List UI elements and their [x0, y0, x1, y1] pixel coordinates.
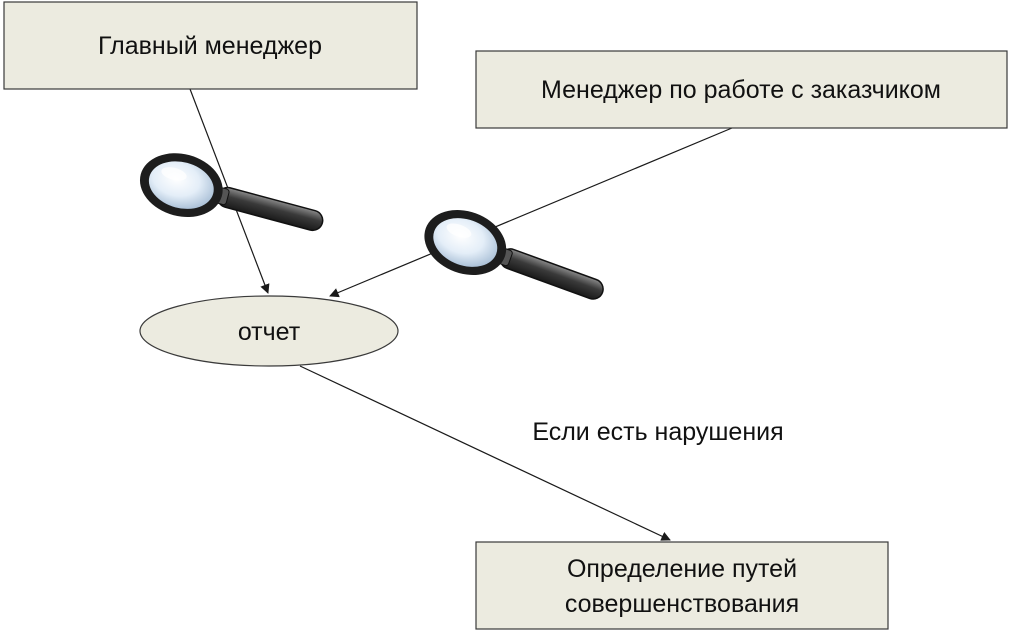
- node-client-manager-label: Менеджер по работе с заказчиком: [541, 76, 941, 104]
- magnifier-icon: [139, 153, 324, 232]
- edge-client-to-report: [329, 127, 733, 298]
- node-improvement-label-line1: Определение путей: [567, 555, 797, 583]
- node-report: отчет: [139, 295, 399, 367]
- node-client-manager: Менеджер по работе с заказчиком: [475, 50, 1008, 129]
- edge-report-to-improvement: [299, 365, 671, 541]
- node-improvement-label-line2: совершенствования: [565, 590, 799, 618]
- edge-label-if-violations: Если есть нарушения: [532, 418, 783, 446]
- magnifier-icon: [424, 210, 604, 300]
- node-chief-manager-label: Главный менеджер: [98, 32, 322, 60]
- node-chief-manager: Главный менеджер: [3, 1, 418, 90]
- node-report-label: отчет: [238, 318, 301, 346]
- node-improvement: Определение путей совершенствования: [475, 541, 889, 630]
